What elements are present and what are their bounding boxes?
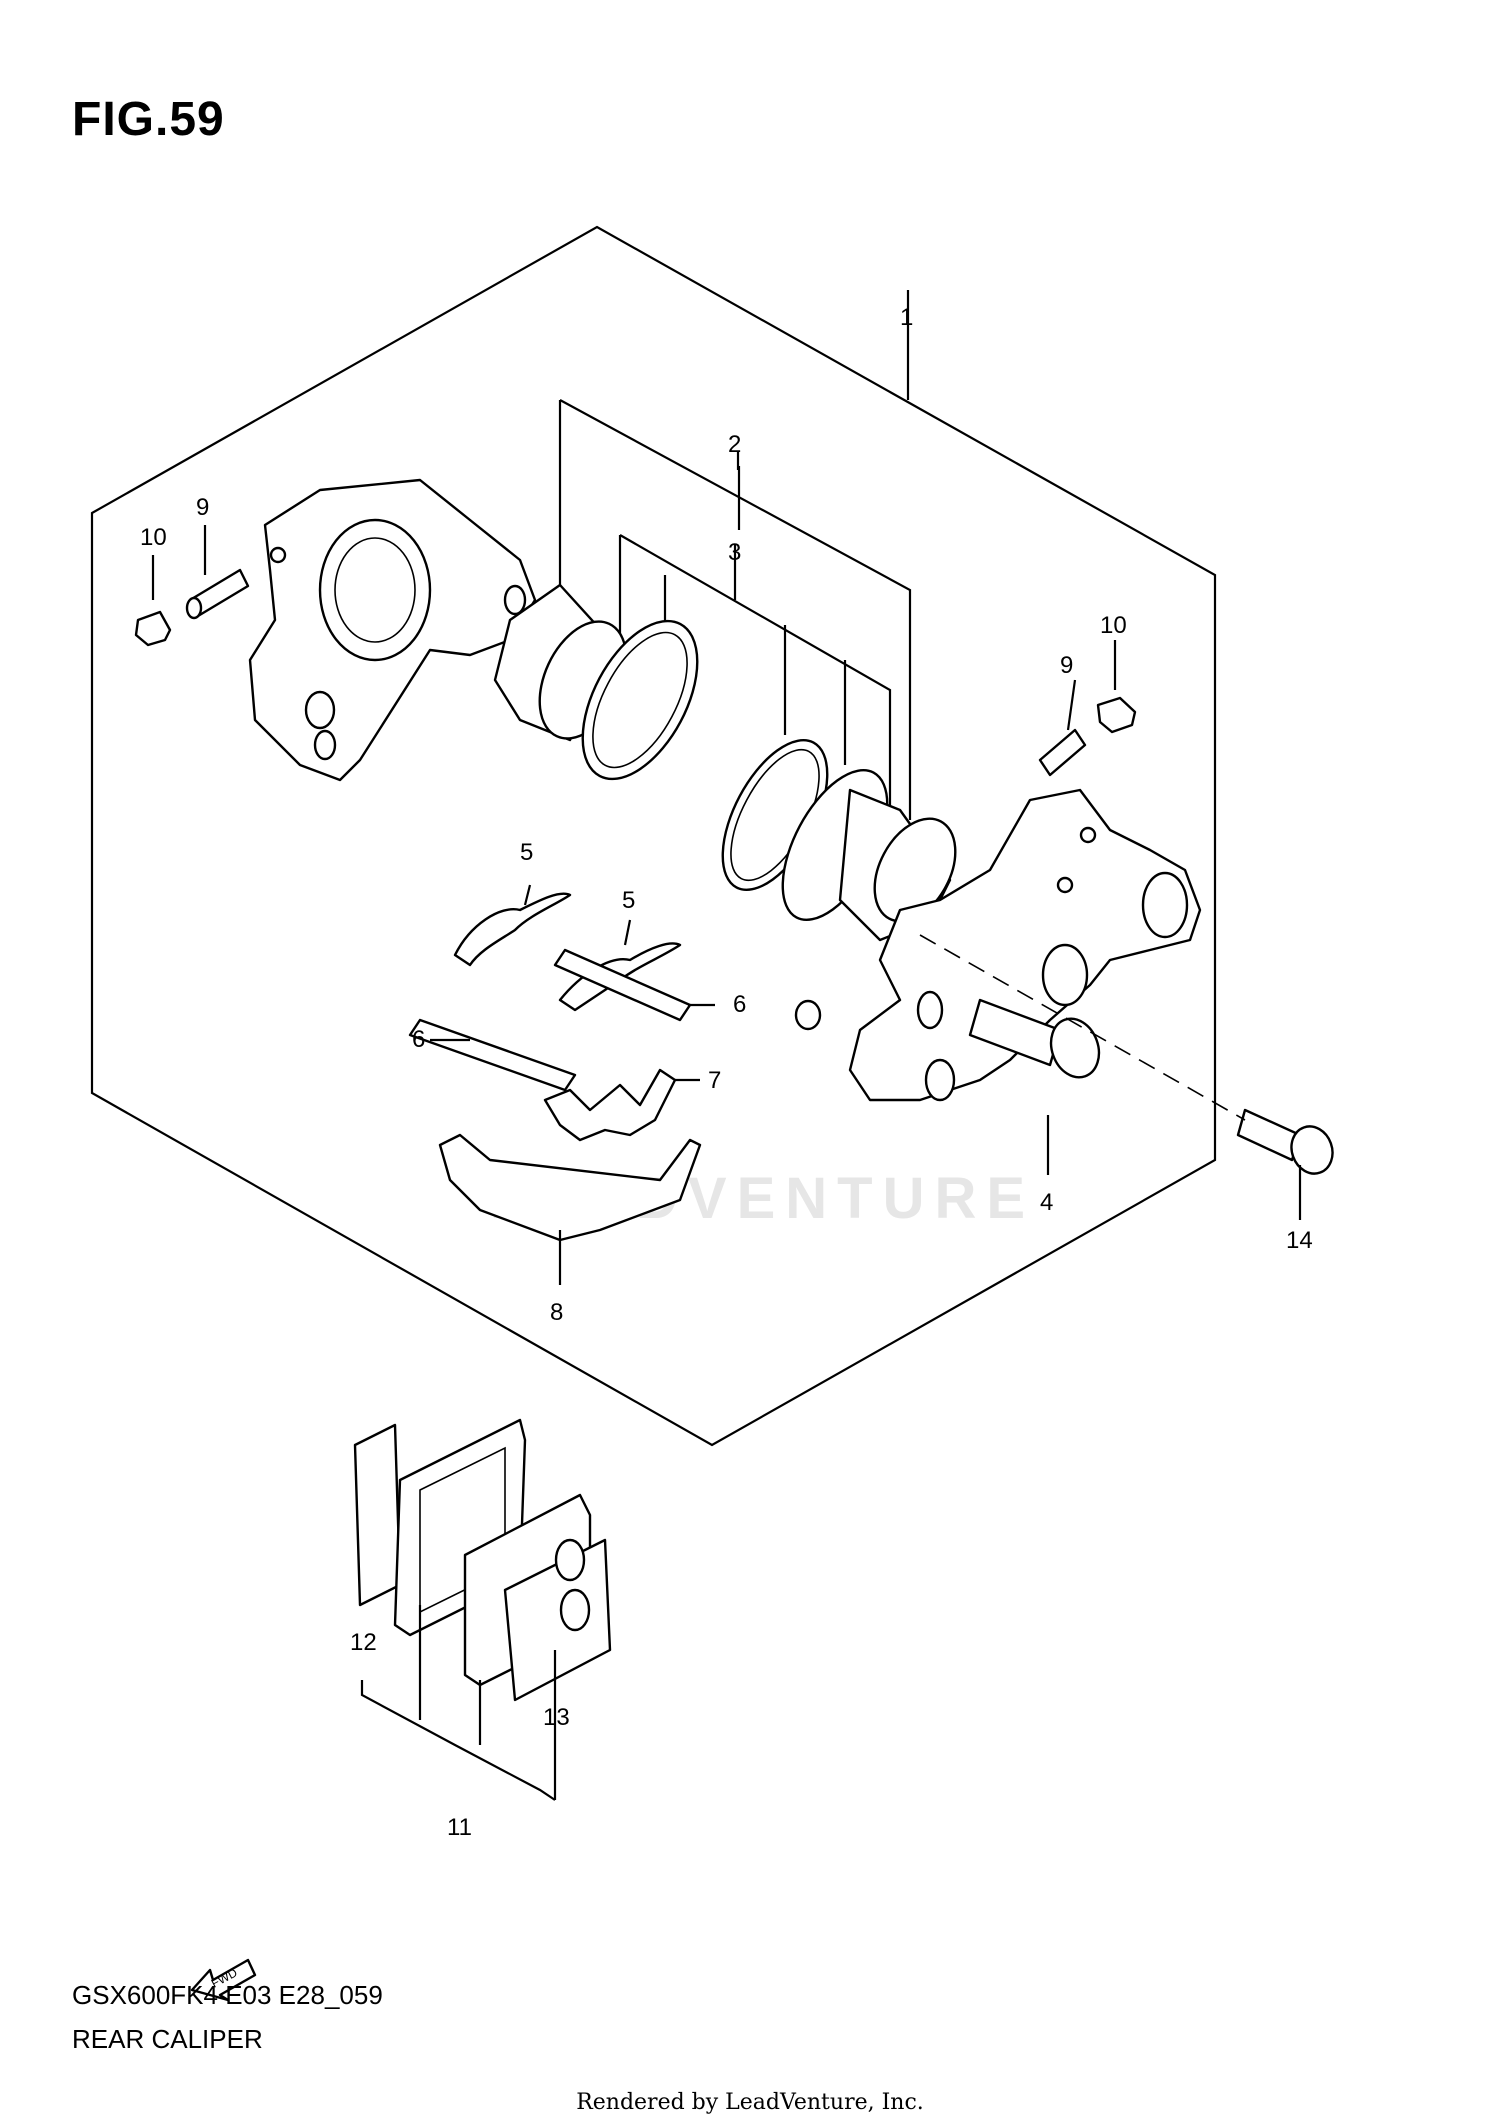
- fwd-arrow-icon: [190, 1958, 257, 2002]
- callout-13: 13: [543, 1704, 570, 1731]
- bleeder-valve-left: [185, 568, 250, 620]
- callout-10a: 10: [140, 524, 167, 551]
- callout-11: 11: [447, 1814, 472, 1841]
- callout-6b: 6: [412, 1026, 425, 1053]
- caliper-body-right: [848, 788, 1202, 1102]
- pad-pin-upper: [553, 948, 692, 1022]
- piston-right: [781, 769, 957, 942]
- callout-12: 12: [350, 1629, 377, 1656]
- caliper-body-left: [248, 478, 537, 782]
- pad-pin-lower: [408, 1018, 577, 1092]
- o-ring: [794, 999, 822, 1031]
- callout-9a: 9: [196, 494, 209, 521]
- callout-9b: 9: [1060, 652, 1073, 679]
- cap-right: [1096, 696, 1137, 734]
- model-code: GSX600FK4 E03 E28_059: [72, 1980, 383, 2010]
- rendered-by-credit: Rendered by LeadVenture, Inc.: [576, 2090, 924, 2115]
- callout-6a: 6: [733, 991, 746, 1018]
- callout-1: 1: [900, 304, 913, 331]
- bracket-11: [360, 1680, 556, 1801]
- callout-5b: 5: [622, 887, 635, 914]
- bleeder-valve-right: [1038, 728, 1087, 777]
- spring-upper: [453, 892, 572, 967]
- seal-left: [581, 619, 699, 781]
- callout-5a: 5: [520, 839, 533, 866]
- mounting-bolt: [968, 998, 1101, 1079]
- callout-10b: 10: [1100, 612, 1127, 639]
- callout-8: 8: [550, 1299, 563, 1326]
- diagram-name: REAR CALIPER: [72, 2024, 263, 2054]
- caliper-bolt: [1236, 1108, 1334, 1175]
- callout-3: 3: [728, 539, 741, 566]
- callout-2: 2: [728, 431, 741, 458]
- assembly-outline: [90, 225, 1217, 1447]
- figure-title: FIG.59: [72, 93, 225, 146]
- brake-pad-set: [353, 1418, 612, 1702]
- pad-shim: [438, 1133, 702, 1242]
- callout-14: 14: [1286, 1227, 1313, 1254]
- cap-left: [134, 610, 172, 647]
- callout-4: 4: [1040, 1189, 1053, 1216]
- callout-7: 7: [708, 1067, 721, 1094]
